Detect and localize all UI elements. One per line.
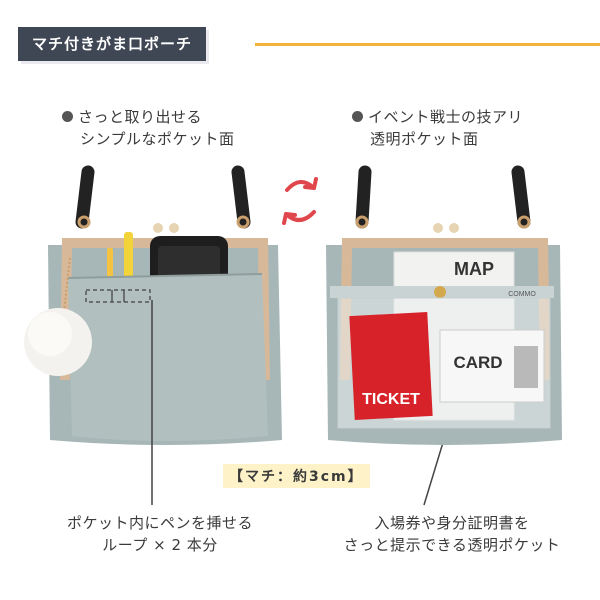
title-accent-rule: [255, 43, 600, 46]
ticket-card: [349, 312, 433, 420]
right-strap: [231, 165, 251, 229]
ticket-label: TICKET: [362, 391, 420, 408]
brand-tag: COMMO: [508, 291, 536, 298]
bottom-right-line2: さっと提示できる透明ポケット: [343, 536, 561, 554]
bullet-icon: [352, 111, 363, 122]
card-label: CARD: [453, 353, 502, 372]
left-strap: [75, 165, 95, 229]
right-caption-line2: 透明ポケット面: [370, 130, 479, 148]
left-bag: [24, 165, 282, 445]
right-bag: [326, 165, 562, 445]
left-caption-line2: シンプルなポケット面: [80, 130, 235, 148]
pen-loop-indicator: [85, 289, 151, 303]
bottom-left-line1: ポケット内にペンを挿せる: [66, 514, 253, 532]
bottom-left-caption: ポケット内にペンを挿せる ループ × 2 本分: [40, 512, 280, 556]
left-caption-line1: さっと取り出せる: [78, 108, 203, 126]
swap-arrows-icon: [282, 177, 318, 225]
right-caption-line1: イベント戦士の技アリ: [368, 108, 524, 126]
right-caption: イベント戦士の技アリ 透明ポケット面: [352, 106, 523, 150]
map-label: MAP: [454, 259, 494, 279]
left-caption: さっと取り出せる シンプルなポケット面: [62, 106, 235, 150]
bottom-left-line2: ループ × 2 本分: [102, 536, 218, 554]
gusset-size-label: 【マチ：約3cm】: [223, 464, 370, 488]
bottom-right-caption: 入場券や身分証明書を さっと提示できる透明ポケット: [312, 512, 592, 556]
bottom-right-line1: 入場券や身分証明書を: [374, 514, 530, 532]
bullet-icon: [62, 111, 73, 122]
page-title: マチ付きがま口ポーチ: [18, 27, 207, 61]
